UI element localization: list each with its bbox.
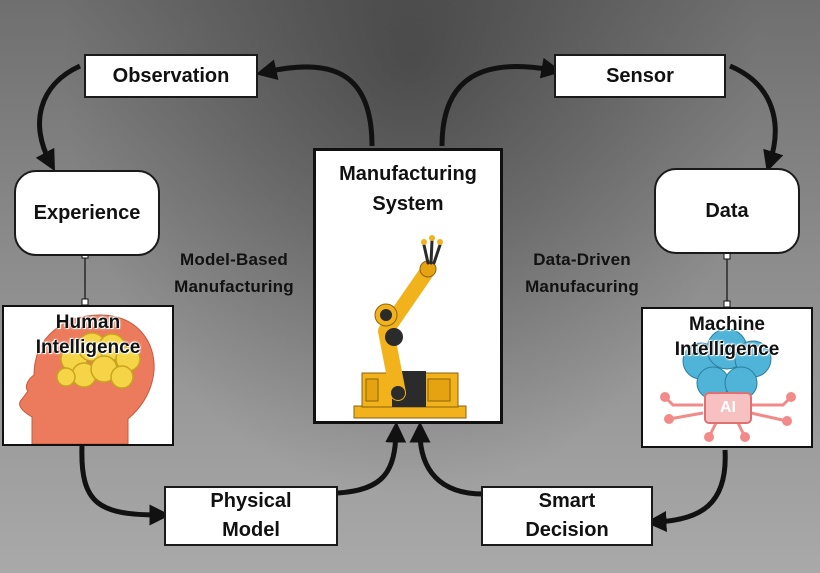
arrow-observation-to-experience [35,63,82,172]
physical-model-line-2: Model [222,519,280,541]
smart-decision-box: Smart Decision [481,486,653,546]
experience-box: Experience [14,170,160,256]
physical-model-line-1: Physical [210,490,292,512]
human-head-brain-icon [19,314,155,444]
data-label: Data [705,199,749,222]
arrow-decision-to-system [409,421,484,497]
experience-label: Experience [33,201,141,224]
model-based-line-1: Model-Based [180,250,288,269]
robotic-arm-icon [353,235,467,419]
human-intelligence-line-2: Intelligence [35,336,141,358]
model-based-line-2: Manufacturing [174,277,294,297]
ai-brain-circuit-icon [660,318,796,442]
machine-intelligence-line-2: Intelligence [674,338,780,360]
smart-decision-line-2: Decision [525,519,609,541]
sensor-box: Sensor [554,54,726,98]
sensor-label: Sensor [606,64,674,87]
manufacturing-system-line-1: Manufacturing [339,163,477,185]
data-driven-line-2: Manufacuring [525,277,639,297]
arrow-system-to-sensor [439,57,563,147]
machine-intelligence-panel: AI Machine Intelligence [641,307,813,448]
ai-chip-text: AI [720,399,736,416]
observation-label: Observation [112,64,230,87]
physical-model-box: Physical Model [164,486,338,546]
data-box: Data [654,168,800,254]
arrow-machine-to-decision [645,449,728,533]
arrow-sensor-to-data [729,63,784,172]
data-driven-label: Data-Driven Manufacuring [512,246,652,300]
manufacturing-system-title: Manufacturing System [316,159,500,219]
manufacturing-system-line-2: System [372,193,444,215]
smart-decision-line-1: Smart [538,490,596,512]
human-intelligence-panel: Human Intelligence [2,305,174,446]
human-intelligence-title: Human Intelligence [4,311,172,360]
observation-box: Observation [84,54,258,98]
manufacturing-system-box: Manufacturing System [313,148,503,424]
arrow-human-to-physical [79,445,171,526]
model-based-label: Model-Based Manufacturing [160,246,308,300]
machine-intelligence-line-1: Machine [688,314,766,335]
arrow-physical-to-system [337,421,407,496]
data-driven-line-1: Data-Driven [533,250,631,269]
human-intelligence-line-1: Human [55,312,121,333]
arrow-system-to-observation [255,59,375,147]
machine-intelligence-title: Machine Intelligence [643,313,811,362]
